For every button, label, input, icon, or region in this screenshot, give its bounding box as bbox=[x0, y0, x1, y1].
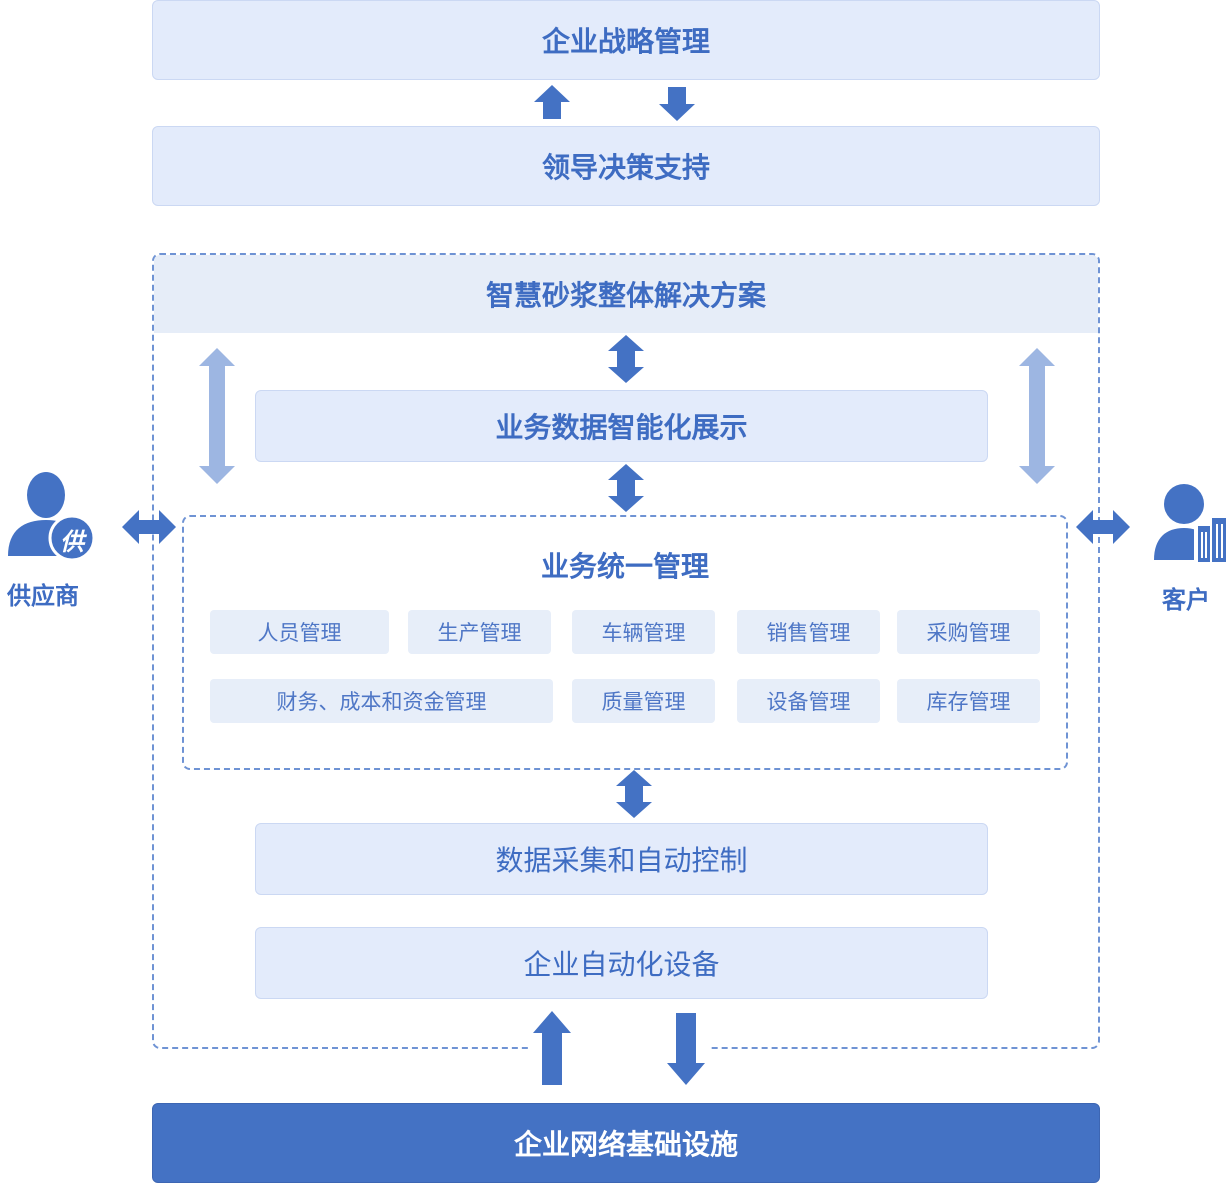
supplier-label: 供应商 bbox=[7, 582, 79, 610]
unified-management-title: 业务统一管理 bbox=[540, 550, 709, 583]
solution-header: 智慧砂浆整体解决方案 bbox=[154, 255, 1098, 333]
data-collection-box: 数据采集和自动控制 bbox=[255, 823, 988, 895]
infrastructure-label: 企业网络基础设施 bbox=[513, 1128, 738, 1161]
module-label: 人员管理 bbox=[257, 621, 342, 645]
module-inventory: 库存管理 bbox=[897, 679, 1040, 723]
display-unified-double-arrow-icon bbox=[608, 464, 644, 512]
module-label: 采购管理 bbox=[926, 621, 1011, 645]
module-purchasing: 采购管理 bbox=[897, 610, 1040, 654]
decision-box: 领导决策支持 bbox=[152, 126, 1100, 206]
unified-management-box: 业务统一管理 bbox=[182, 515, 1068, 770]
automation-label: 企业自动化设备 bbox=[523, 948, 720, 981]
module-quality: 质量管理 bbox=[572, 679, 715, 723]
module-production: 生产管理 bbox=[408, 610, 551, 654]
display-box: 业务数据智能化展示 bbox=[255, 390, 988, 462]
strategy-box: 企业战略管理 bbox=[152, 0, 1100, 80]
bottom-down-arrow-icon bbox=[667, 1013, 705, 1085]
module-personnel: 人员管理 bbox=[210, 610, 389, 654]
module-label: 销售管理 bbox=[766, 621, 851, 645]
decision-label: 领导决策支持 bbox=[541, 151, 710, 184]
module-label: 质量管理 bbox=[601, 690, 686, 714]
strategy-label: 企业战略管理 bbox=[541, 25, 710, 58]
automation-box: 企业自动化设备 bbox=[255, 927, 988, 999]
up-arrow-icon bbox=[534, 85, 570, 119]
unified-collection-double-arrow-icon bbox=[616, 770, 652, 818]
bottom-up-arrow-icon bbox=[533, 1011, 571, 1085]
supplier-person-icon bbox=[8, 472, 96, 562]
module-finance: 财务、成本和资金管理 bbox=[210, 679, 553, 723]
infrastructure-box: 企业网络基础设施 bbox=[152, 1103, 1100, 1183]
arrow-gap bbox=[528, 1040, 708, 1054]
module-sales: 销售管理 bbox=[737, 610, 880, 654]
solution-header-label: 智慧砂浆整体解决方案 bbox=[485, 279, 766, 312]
customer-building-person-icon bbox=[1154, 484, 1228, 562]
down-arrow-icon bbox=[659, 87, 695, 121]
module-label: 车辆管理 bbox=[601, 621, 686, 645]
right-faded-double-arrow-icon bbox=[1019, 348, 1055, 484]
supplier-double-arrow-icon bbox=[122, 510, 176, 544]
module-equipment: 设备管理 bbox=[737, 679, 880, 723]
display-label: 业务数据智能化展示 bbox=[495, 411, 748, 444]
module-label: 财务、成本和资金管理 bbox=[276, 690, 487, 714]
module-label: 设备管理 bbox=[766, 690, 851, 714]
data-collection-label: 数据采集和自动控制 bbox=[495, 844, 748, 877]
left-faded-double-arrow-icon bbox=[199, 348, 235, 484]
module-label: 生产管理 bbox=[437, 621, 522, 645]
header-display-double-arrow-icon bbox=[608, 335, 644, 383]
supplier-badge: 供 bbox=[60, 528, 84, 556]
module-vehicle: 车辆管理 bbox=[572, 610, 715, 654]
customer-label: 客户 bbox=[1162, 586, 1210, 614]
module-label: 库存管理 bbox=[926, 690, 1011, 714]
customer-double-arrow-icon bbox=[1076, 510, 1130, 544]
